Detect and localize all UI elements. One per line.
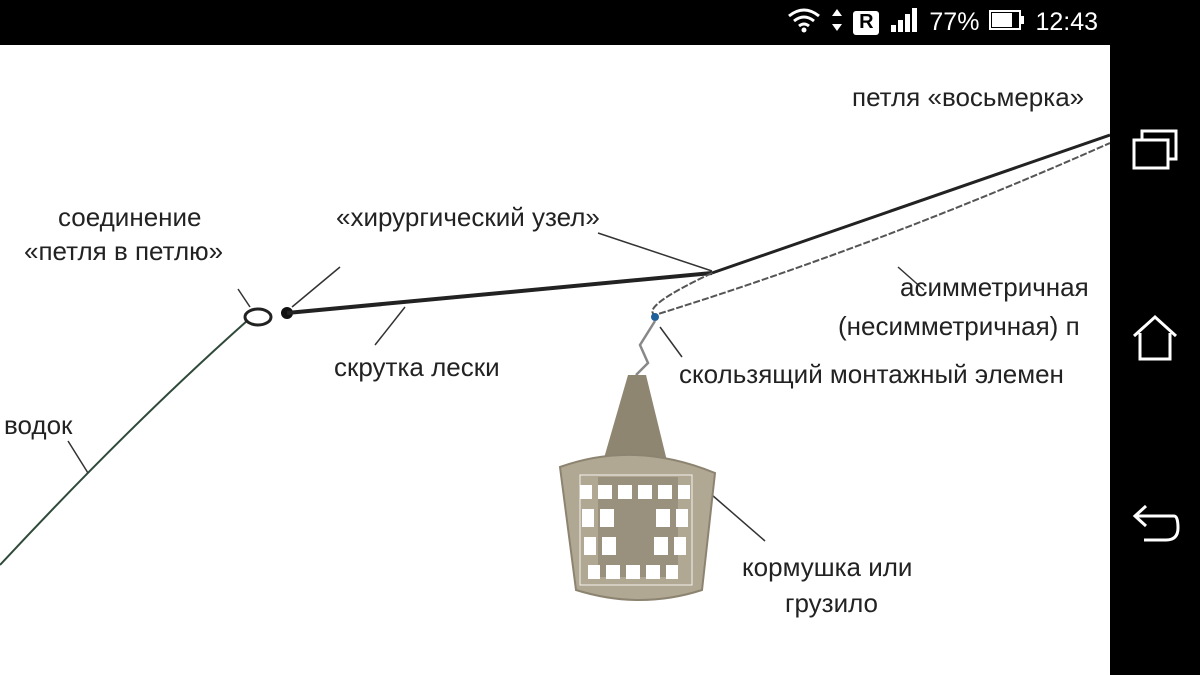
status-bar: R 77% 12:43 xyxy=(0,0,1110,45)
status-icons: R 77% 12:43 xyxy=(787,0,1098,45)
label-surgeon-knot: «хирургический узел» xyxy=(336,202,600,232)
label-figure-eight-loop: петля «восьмерка» xyxy=(852,82,1085,112)
label-asymmetric-line1: асимметричная xyxy=(900,272,1089,302)
data-arrows-icon xyxy=(831,7,843,38)
home-icon xyxy=(1132,314,1178,361)
label-sliding-element: скользящий монтажный элемен xyxy=(679,359,1064,389)
label-loop-to-loop-line1: соединение xyxy=(58,202,202,232)
recent-apps-icon xyxy=(1132,129,1178,170)
rig-diagram xyxy=(0,133,1110,601)
label-leader: водок xyxy=(4,410,73,440)
label-feeder-line2: грузило xyxy=(785,588,879,618)
label-asymmetric-line2: (несимметричная) п xyxy=(838,311,1080,341)
clock: 12:43 xyxy=(1035,8,1098,36)
roaming-badge: R xyxy=(853,10,880,35)
asymmetric-loop-line xyxy=(651,142,1110,317)
navigation-bar xyxy=(1110,0,1200,675)
signal-icon xyxy=(889,7,919,38)
wifi-icon xyxy=(787,7,821,38)
battery-icon xyxy=(989,9,1025,36)
home-button[interactable] xyxy=(1125,308,1185,368)
loop-connection xyxy=(243,307,273,327)
label-feeder-line1: кормушка или xyxy=(742,552,913,582)
twisted-line xyxy=(286,271,713,315)
leader-line xyxy=(0,319,249,566)
recent-apps-button[interactable] xyxy=(1125,120,1185,180)
back-button[interactable] xyxy=(1125,494,1185,554)
battery-percent: 77% xyxy=(929,8,980,36)
sliding-bead xyxy=(651,313,659,321)
image-view[interactable]: петля «восьмерка» соединение «петля в пе… xyxy=(0,45,1110,675)
back-arrow-icon xyxy=(1132,504,1180,542)
feeder-basket xyxy=(558,375,717,601)
swivel xyxy=(635,320,657,376)
label-line-twist: скрутка лески xyxy=(334,352,500,382)
label-loop-to-loop-line2: «петля в петлю» xyxy=(24,236,224,266)
main-line xyxy=(711,133,1110,275)
